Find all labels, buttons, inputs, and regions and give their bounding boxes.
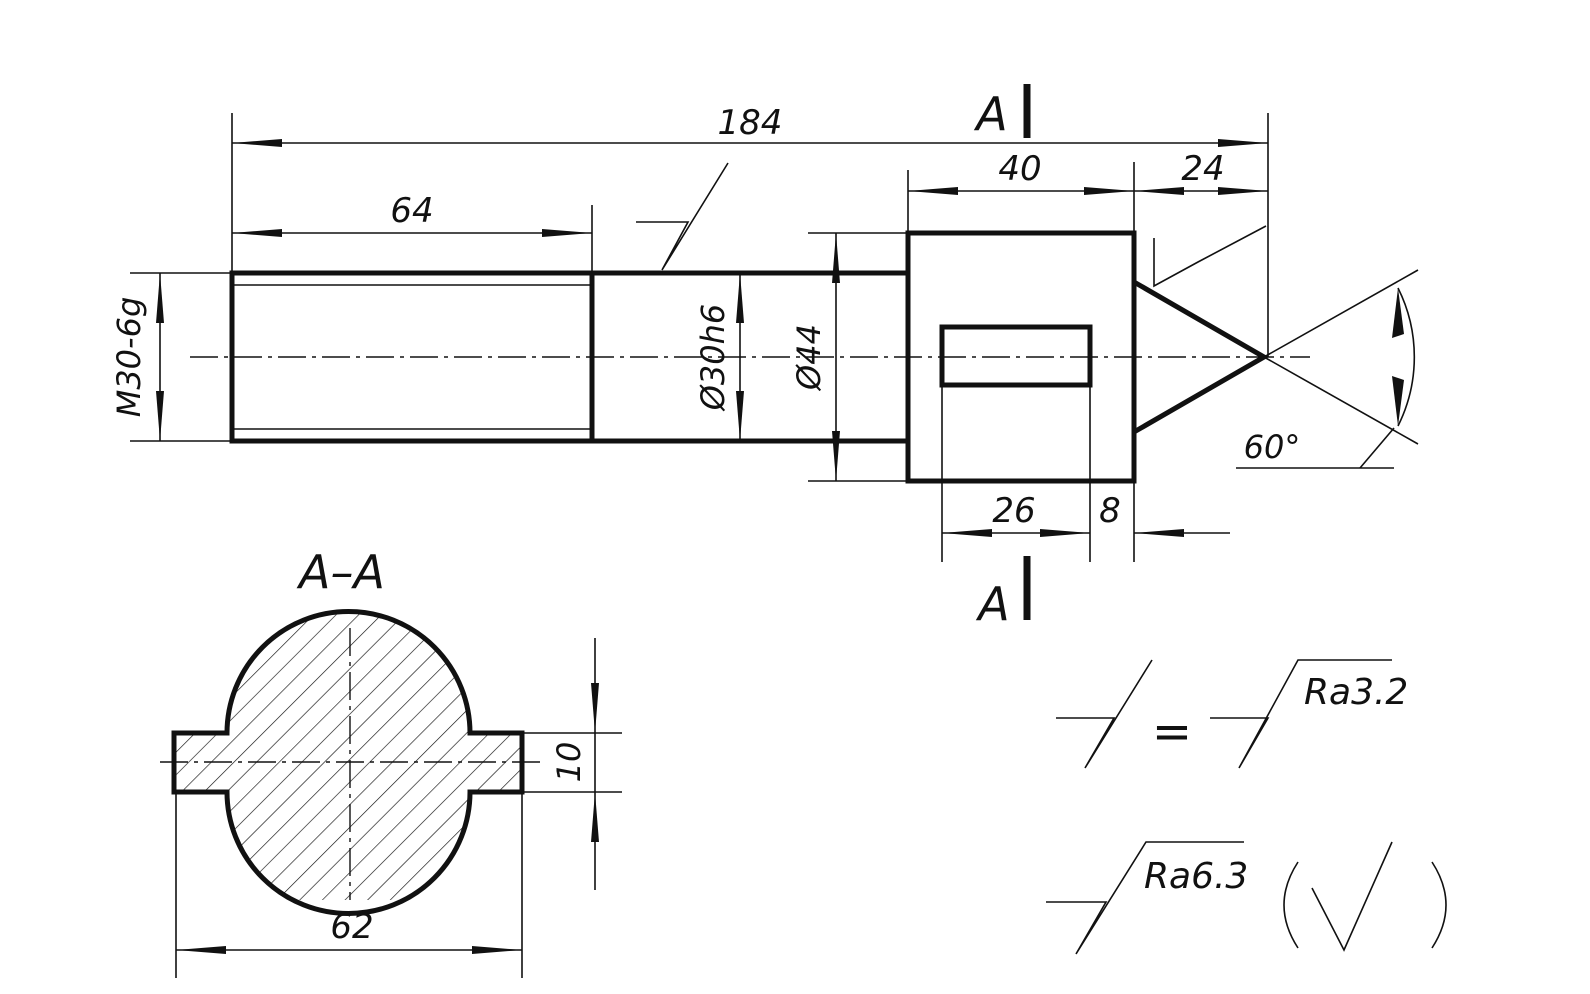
arrow — [591, 683, 599, 733]
dim-section-width: 62 — [330, 907, 373, 947]
cutting-plane-label-bottom: A — [975, 577, 1009, 631]
dim-head-diameter: Ø44 — [790, 324, 828, 392]
section-title: A–A — [296, 545, 385, 599]
arrow — [1134, 529, 1184, 537]
thread-body-outline — [229, 270, 595, 444]
roughness-general-symbol-icon — [1311, 841, 1393, 952]
arrow — [1392, 376, 1404, 426]
dim-slot-offset: 8 — [1099, 491, 1121, 531]
main-dimensions: 184 64 40 24 M30-6g Ø30h6 — [110, 103, 1419, 562]
arrow — [942, 529, 992, 537]
slot-outline — [939, 324, 1093, 388]
head-outline — [905, 230, 1137, 484]
cutting-plane-label-top: A — [973, 87, 1007, 141]
roughness-symbol-shaft-icon — [636, 162, 729, 271]
surface-marks — [636, 162, 1267, 288]
dim-shaft-diameter: Ø30h6 — [694, 304, 732, 413]
paren-right-icon — [1431, 861, 1447, 949]
arrow — [736, 273, 744, 323]
dim-overall-length: 184 — [718, 103, 783, 143]
arrow — [736, 391, 744, 441]
arrow — [908, 187, 958, 195]
dim-thread-spec: M30-6g — [110, 297, 148, 418]
roughness-notes: = Ra3.2 Ra6.3 — [1046, 659, 1447, 955]
arrow — [156, 391, 164, 441]
arrow — [1218, 139, 1268, 147]
arrow — [1084, 187, 1134, 195]
dim-tip-angle: 60° — [1244, 428, 1301, 466]
roughness-ra32-symbol-icon — [1210, 659, 1392, 769]
angle-leader — [1359, 427, 1395, 469]
cutting-plane: A A — [973, 84, 1031, 631]
arrow — [232, 139, 282, 147]
roughness-note-symbol-icon — [1056, 659, 1153, 769]
arrow — [176, 946, 226, 954]
cone-tip-outline — [1132, 279, 1270, 435]
arrow — [832, 233, 840, 283]
section-view: A–A 62 10 — [160, 545, 622, 978]
arrow — [1040, 529, 1090, 537]
angle-arc — [1397, 287, 1416, 427]
arrow — [1392, 288, 1404, 338]
arrow — [591, 792, 599, 842]
dim-flat-thickness: 10 — [550, 742, 588, 783]
dim-tip-length: 24 — [1181, 149, 1224, 189]
roughness-ra63-value: Ra6.3 — [1144, 856, 1248, 897]
arrow — [156, 273, 164, 323]
arrow — [832, 431, 840, 481]
paren-left-icon — [1283, 861, 1299, 949]
roughness-ra63-symbol-icon — [1046, 841, 1244, 955]
arrow — [1218, 187, 1268, 195]
main-view — [190, 230, 1310, 484]
arrow — [472, 946, 522, 954]
arrow — [542, 229, 592, 237]
roughness-ra32-value: Ra3.2 — [1304, 672, 1408, 713]
roughness-symbol-tip-icon — [1153, 225, 1267, 288]
angle-ext-upper — [1263, 269, 1419, 358]
dim-thread-length: 64 — [390, 191, 433, 231]
roughness-equals: = — [1152, 704, 1192, 760]
dim-slot-length: 26 — [992, 491, 1035, 531]
arrow — [232, 229, 282, 237]
dim-head-length: 40 — [998, 149, 1041, 189]
arrow — [1134, 187, 1184, 195]
